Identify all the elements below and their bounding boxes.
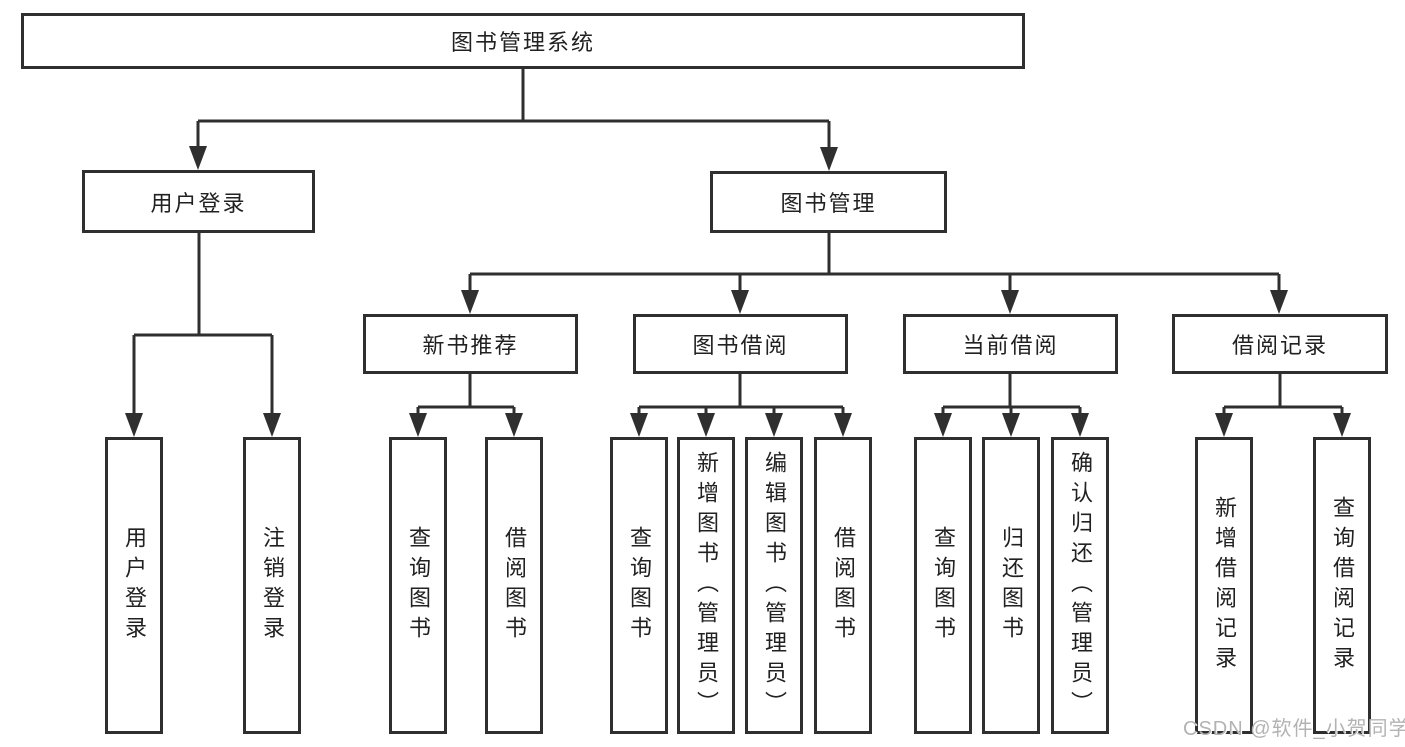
csdn-watermark: CSDN @软件_小贺同学: [1183, 718, 1405, 740]
node-leaf-add-borrow-record: 新增借阅记录: [1195, 437, 1253, 734]
node-leaf-edit-book-admin: 编辑图书（管理员）: [745, 437, 803, 734]
node-library-management-system: 图书管理系统: [21, 13, 1025, 69]
node-new-book-recommendation: 新书推荐: [363, 314, 578, 374]
node-book-borrowing: 图书借阅: [633, 314, 848, 374]
node-leaf-query-books-current: 查询图书: [914, 437, 972, 734]
node-leaf-query-books-recommend: 查询图书: [389, 437, 447, 734]
node-leaf-query-borrow-record: 查询借阅记录: [1313, 437, 1371, 734]
node-borrowing-records: 借阅记录: [1172, 314, 1388, 374]
node-leaf-user-login: 用户登录: [105, 437, 163, 734]
node-leaf-add-book-admin: 新增图书（管理员）: [677, 437, 735, 734]
node-book-management-group: 图书管理: [710, 171, 947, 233]
node-current-borrowing: 当前借阅: [903, 314, 1118, 374]
node-leaf-query-books-borrowing: 查询图书: [610, 437, 668, 734]
node-leaf-return-book: 归还图书: [982, 437, 1040, 734]
node-leaf-borrow-books-borrowing: 借阅图书: [814, 437, 872, 734]
node-leaf-logout: 注销登录: [243, 437, 301, 734]
node-leaf-borrow-books-recommend: 借阅图书: [485, 437, 543, 734]
node-user-login-group: 用户登录: [82, 170, 315, 233]
node-leaf-confirm-return-admin: 确认归还（管理员）: [1051, 437, 1109, 734]
